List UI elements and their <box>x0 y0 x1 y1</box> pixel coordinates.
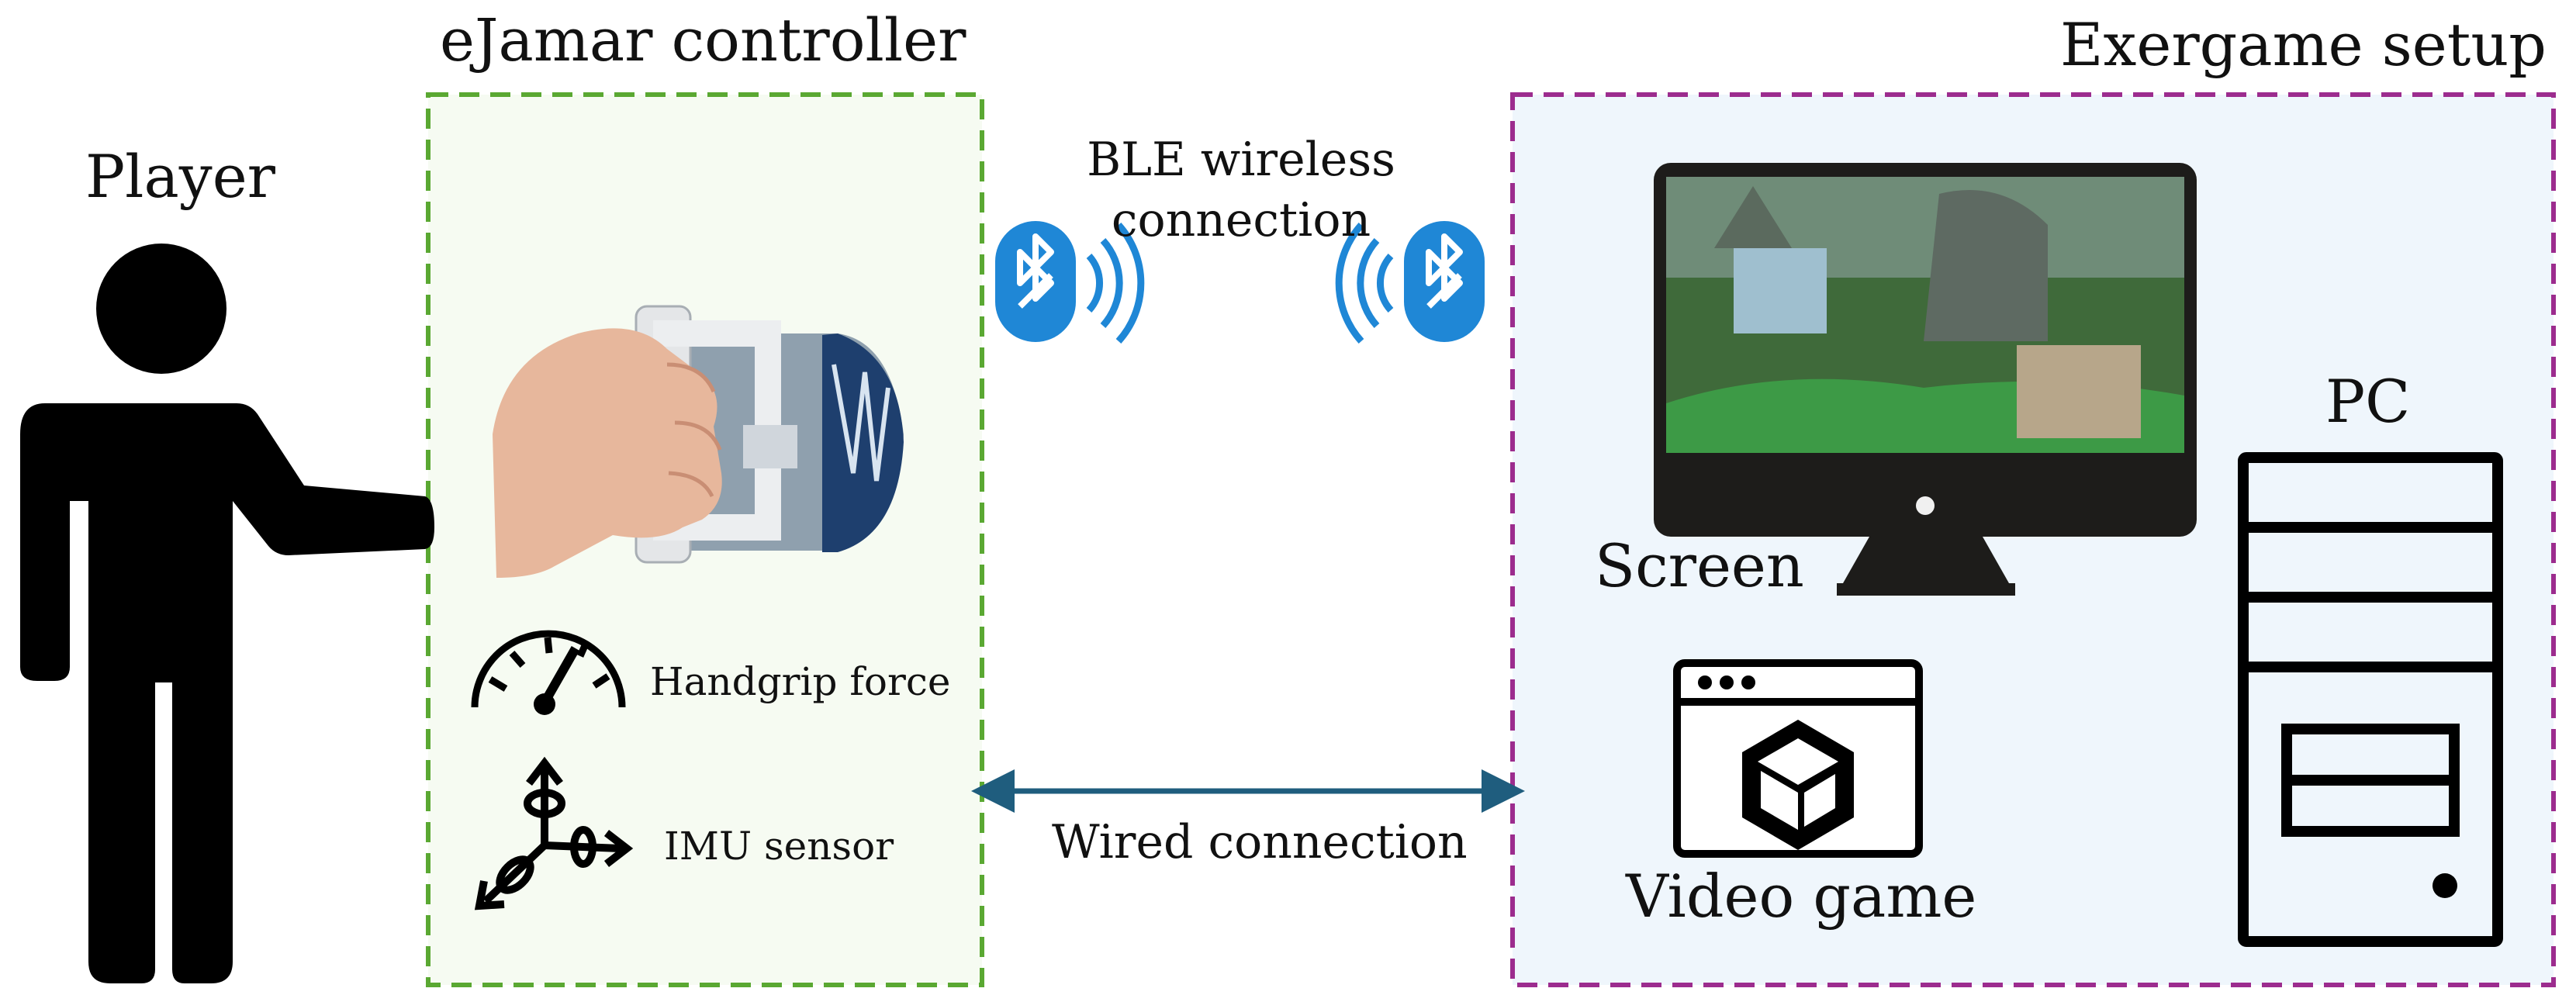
exergame-title: Exergame setup <box>2060 10 2547 79</box>
imu-axes-icon <box>474 756 634 910</box>
handgrip-force-label: Handgrip force <box>650 659 951 704</box>
bluetooth-icon <box>1335 221 1485 344</box>
gauge-icon <box>471 630 626 715</box>
dynamometer-photo <box>493 305 904 578</box>
video-game-label: Video game <box>1626 862 1977 931</box>
wireless-label-line1: BLE wireless <box>1087 133 1395 187</box>
screen-label: Screen <box>1595 531 1804 600</box>
imu-sensor-label: IMU sensor <box>664 824 894 869</box>
pc-label: PC <box>2325 367 2411 436</box>
wireless-label-line2: connection <box>1111 193 1371 247</box>
bluetooth-icon <box>995 221 1145 344</box>
monitor-icon <box>1654 163 2197 596</box>
unity-window-icon <box>1673 659 1923 858</box>
person-icon <box>20 244 434 983</box>
player-label: Player <box>85 142 275 211</box>
wired-connection-label: Wired connection <box>1052 815 1468 869</box>
controller-title: eJamar controller <box>440 5 966 74</box>
pc-tower-icon <box>2238 452 2503 947</box>
